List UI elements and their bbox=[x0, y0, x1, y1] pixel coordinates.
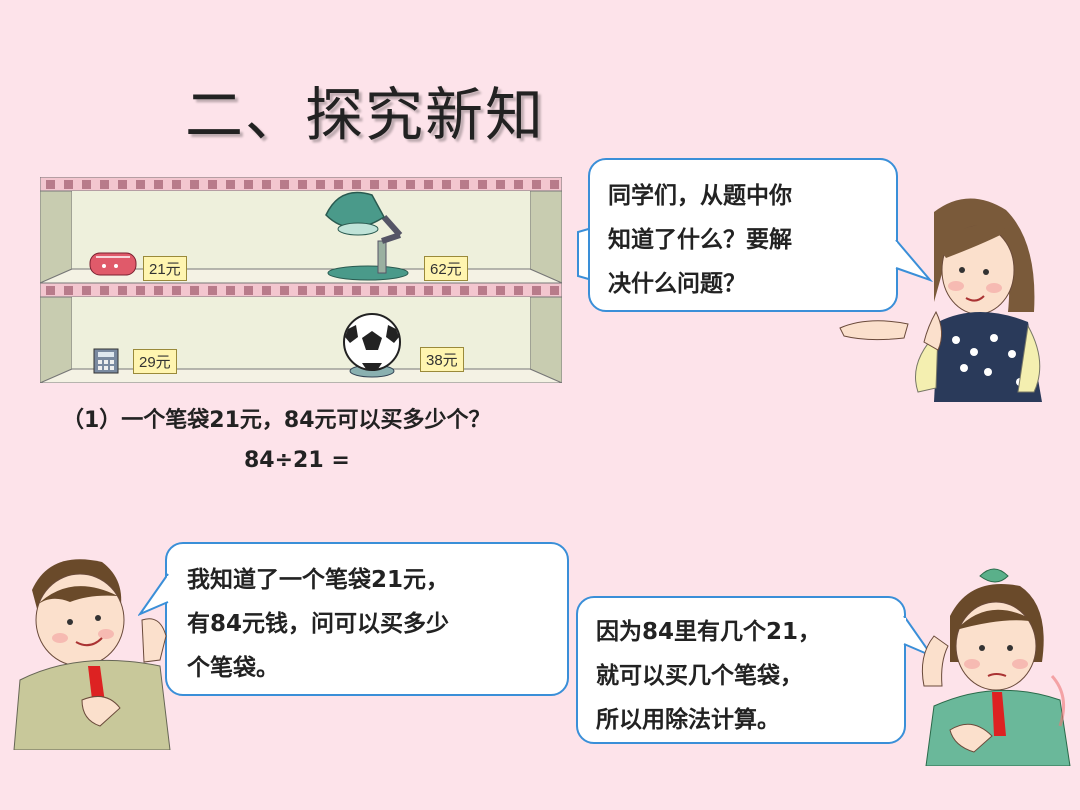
pencil-case-icon bbox=[89, 252, 137, 276]
price-tag-pencil-case: 21元 bbox=[143, 256, 187, 281]
teacher-speech-bubble: 同学们，从题中你 知道了什么？要解 决什么问题？ bbox=[588, 158, 898, 312]
boy-speech-bubble: 我知道了一个笔袋21元， 有84元钱，问可以买多少 个笔袋。 bbox=[165, 542, 569, 696]
question-text: （1）一个笔袋21元，84元可以买多少个？ bbox=[62, 408, 491, 433]
shelf-drawing bbox=[39, 176, 563, 384]
girl-speech-bubble: 因为84里有几个21， 就可以买几个笔袋， 所以用除法计算。 bbox=[576, 596, 906, 744]
boy-line-3: 个笔袋。 bbox=[187, 655, 279, 681]
price-tag-ball: 38元 bbox=[420, 347, 464, 372]
girl-line-1: 因为84里有几个21， bbox=[596, 619, 822, 645]
desk-lamp-icon bbox=[325, 191, 409, 281]
page-title: 二、探究新知 bbox=[185, 81, 546, 149]
girl-illustration bbox=[921, 568, 1071, 766]
price-tag-calculator: 29元 bbox=[133, 349, 177, 374]
teacher-line-1: 同学们，从题中你 bbox=[608, 183, 792, 209]
teacher-line-3: 决什么问题？ bbox=[608, 271, 746, 297]
bubble-tail-teacher bbox=[894, 239, 934, 283]
calculator-icon bbox=[93, 348, 119, 374]
price-tag-lamp: 62元 bbox=[424, 256, 468, 281]
teacher-illustration bbox=[839, 198, 1042, 402]
girl-line-3: 所以用除法计算。 bbox=[596, 707, 780, 733]
boy-illustration bbox=[13, 559, 171, 750]
shelf-illustration: 21元 62元 29元 38元 bbox=[39, 176, 563, 384]
boy-line-1: 我知道了一个笔袋21元， bbox=[187, 567, 450, 593]
division-equation: 84÷21 = bbox=[244, 448, 350, 473]
soccer-ball-icon bbox=[343, 313, 401, 378]
bubble-tail-boy bbox=[138, 573, 170, 616]
girl-line-2: 就可以买几个笔袋， bbox=[596, 663, 803, 689]
boy-line-2: 有84元钱，问可以买多少 bbox=[187, 611, 450, 637]
teacher-line-2: 知道了什么？要解 bbox=[608, 227, 792, 253]
